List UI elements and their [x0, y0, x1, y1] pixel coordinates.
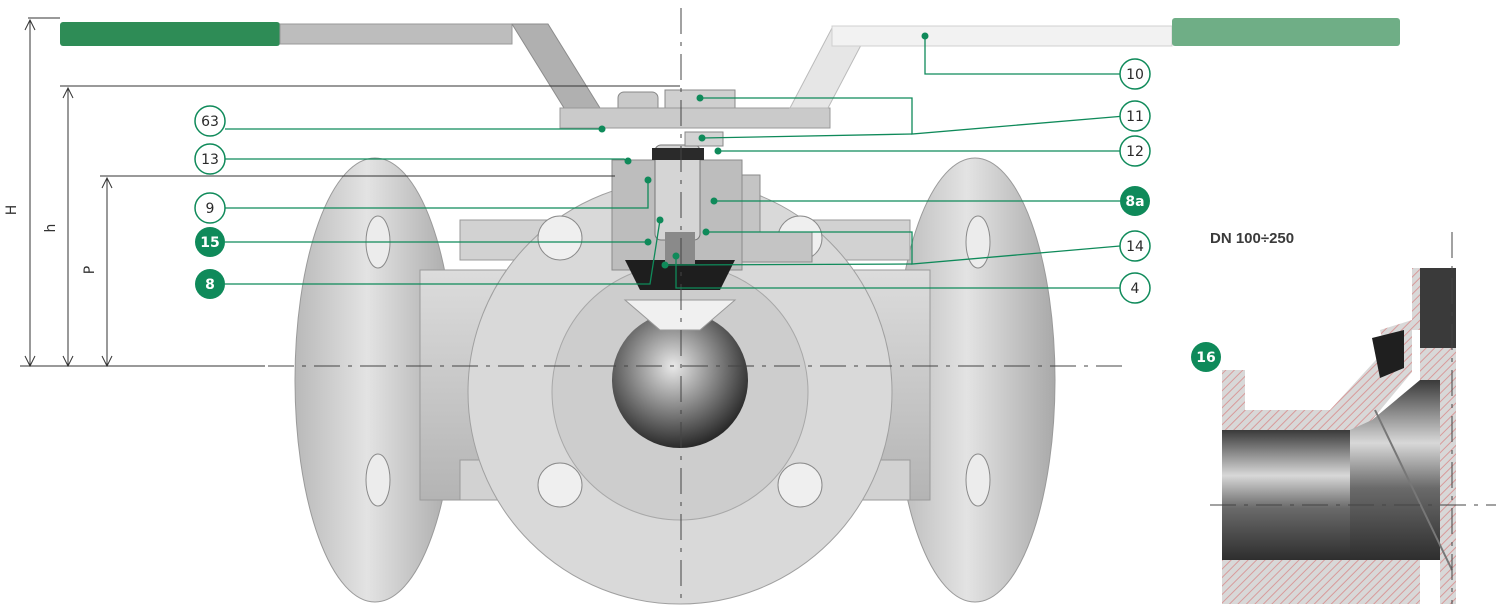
callout-13-label: 13	[201, 152, 219, 168]
dimension-P: P	[82, 266, 98, 274]
callout-14: 14	[1119, 230, 1151, 262]
detail-view	[1210, 232, 1496, 604]
detail-title: DN 100÷250	[1210, 230, 1294, 247]
callout-10-label: 10	[1126, 67, 1144, 83]
callout-11-label: 11	[1126, 109, 1144, 125]
dimension-H: H	[4, 205, 20, 216]
callout-9-label: 9	[206, 201, 215, 217]
lever-handle	[60, 18, 1400, 129]
valve-body	[294, 89, 1056, 605]
callout-8-label: 8	[205, 277, 215, 293]
leader-lines	[225, 36, 1378, 358]
callout-8a-label: 8a	[1125, 194, 1144, 210]
callout-16-label: 16	[1196, 350, 1215, 366]
callout-9: 9	[194, 192, 226, 224]
callout-15: 15	[195, 227, 225, 257]
callout-8a: 8a	[1120, 186, 1150, 216]
callout-13: 13	[194, 143, 226, 175]
callout-10: 10	[1119, 58, 1151, 90]
callout-12-label: 12	[1126, 144, 1144, 160]
callout-4-label: 4	[1131, 281, 1140, 297]
callout-14-label: 14	[1126, 239, 1144, 255]
dimension-h: h	[43, 224, 59, 233]
callout-15-label: 15	[200, 235, 219, 251]
callout-16: 16	[1191, 342, 1221, 372]
callout-4: 4	[1119, 272, 1151, 304]
callout-12: 12	[1119, 135, 1151, 167]
callout-63: 63	[194, 105, 226, 137]
callout-63-label: 63	[201, 114, 219, 130]
callout-11: 11	[1119, 100, 1151, 132]
dimension-lines	[20, 17, 680, 368]
centerlines	[268, 8, 1122, 600]
callout-8: 8	[195, 269, 225, 299]
